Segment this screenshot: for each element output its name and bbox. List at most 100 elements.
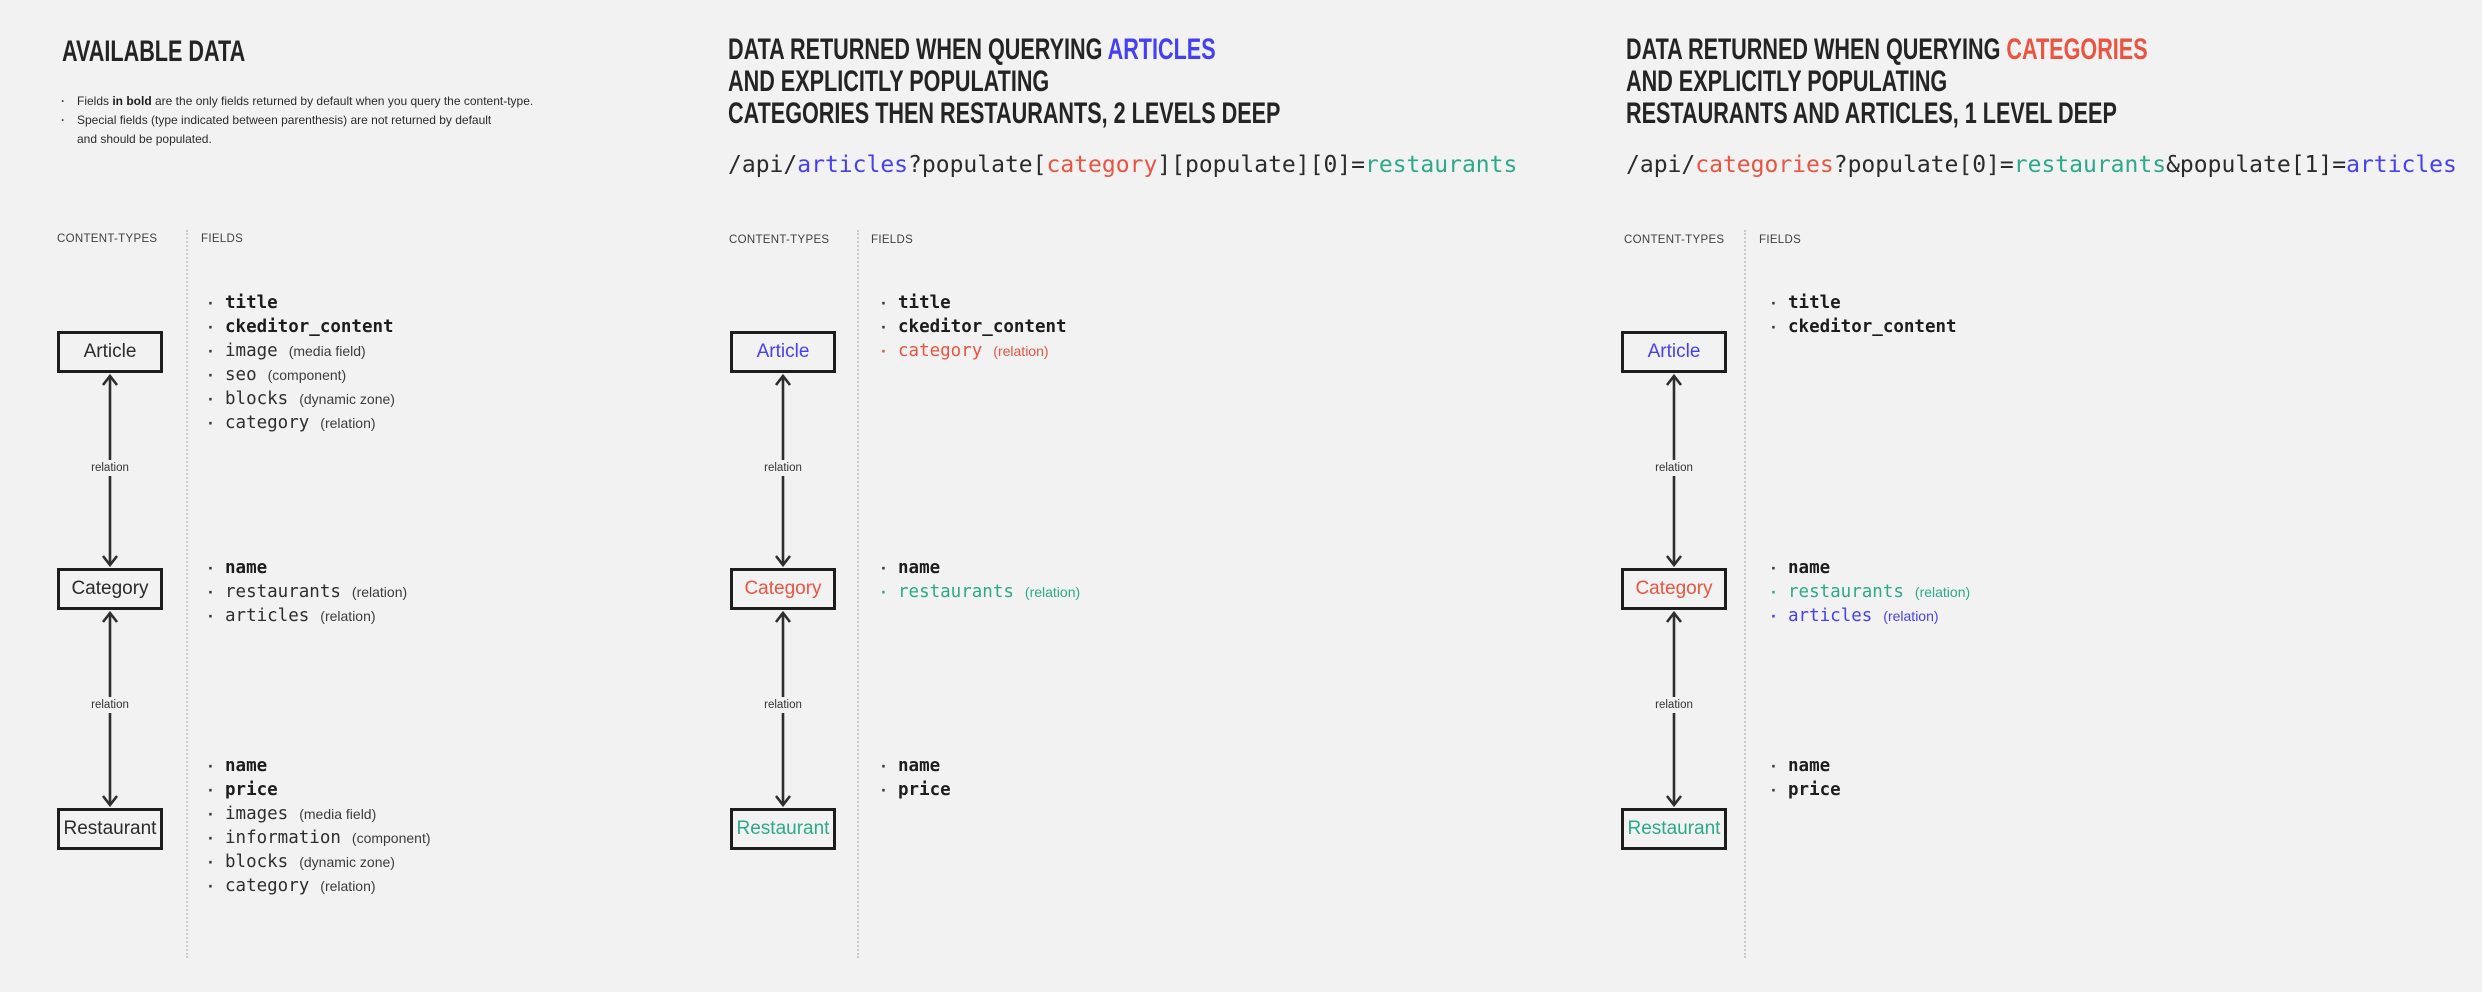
page-title: AVAILABLE DATA xyxy=(62,35,246,68)
field-name: ckeditor_content xyxy=(898,317,1067,337)
field-type: (relation) xyxy=(1914,584,1971,600)
fields-header: FIELDS xyxy=(201,233,244,245)
code-segment-articles: articles xyxy=(797,152,909,178)
code-segment: &populate[1]= xyxy=(2166,152,2347,178)
field-name: title xyxy=(1788,293,1841,313)
field-item: title xyxy=(876,291,1067,315)
title-line: AND EXPLICITLY POPULATING xyxy=(728,65,1050,98)
field-name: price xyxy=(225,780,278,800)
api-query-path: /api/articles?populate[category][populat… xyxy=(728,152,1517,178)
article-fields-list: title ckeditor_content category(relation… xyxy=(876,291,1067,363)
field-item: price xyxy=(1766,778,1841,802)
restaurant-fields-list: name price images(media field) informati… xyxy=(203,754,431,898)
field-item: name xyxy=(1766,556,1970,580)
field-name: name xyxy=(898,756,941,776)
fields-header: FIELDS xyxy=(1759,234,1802,246)
field-name: ckeditor_content xyxy=(225,317,394,337)
field-item: restaurants (relation) xyxy=(1766,580,1970,604)
category-fields-list: name restaurants(relation) articles (rela… xyxy=(203,556,407,628)
field-name: name xyxy=(225,756,268,776)
content-type-box-restaurant: Restaurant xyxy=(1621,808,1727,850)
content-type-box-category: Category xyxy=(730,568,836,610)
field-type: (relation) xyxy=(1883,608,1939,624)
title-highlight: ARTICLES xyxy=(1107,33,1216,66)
field-type: (relation) xyxy=(993,343,1049,359)
field-name: image xyxy=(225,341,278,361)
field-name: blocks xyxy=(225,389,289,409)
content-type-box-article: Article xyxy=(1621,331,1727,373)
code-segment-restaurants: restaurants xyxy=(2013,152,2167,178)
title-line: DATA RETURNED WHEN QUERYING ARTICLES xyxy=(728,34,1280,66)
field-item: image(media field) xyxy=(203,339,395,363)
note-text: Special fields (type indicated between p… xyxy=(77,113,492,127)
code-segment: /api/ xyxy=(1626,152,1696,178)
field-item: name xyxy=(1766,754,1841,778)
field-item: price xyxy=(203,778,431,802)
panel-title: DATA RETURNED WHEN QUERYING CATEGORIES A… xyxy=(1626,34,2350,130)
box-label: Article xyxy=(1647,341,1701,362)
note-item: Special fields (type indicated between p… xyxy=(57,111,533,149)
code-segment-restaurants: restaurants xyxy=(1365,152,1518,178)
fields-header: FIELDS xyxy=(871,234,914,246)
field-item: category(relation) xyxy=(203,874,431,898)
field-name: name xyxy=(1788,558,1831,578)
notes-list: Fields in bold are the only fields retur… xyxy=(57,92,533,149)
code-segment: ?populate[0]= xyxy=(1833,152,2014,178)
field-name: title xyxy=(225,293,278,313)
field-item: ckeditor_content xyxy=(203,315,395,339)
field-item: category(relation) xyxy=(876,339,1067,363)
title-line: CATEGORIES THEN RESTAURANTS, 2 LEVELS DE… xyxy=(728,97,1281,130)
panel-title: DATA RETURNED WHEN QUERYING ARTICLES AND… xyxy=(728,34,1495,130)
field-name: name xyxy=(1788,756,1831,776)
relation-label: relation xyxy=(87,697,133,713)
field-item: ckeditor_content xyxy=(876,315,1067,339)
relation-label: relation xyxy=(1651,697,1697,713)
field-name: price xyxy=(898,780,951,800)
box-label: Category xyxy=(744,578,822,599)
note-item: Fields in bold are the only fields retur… xyxy=(57,92,533,111)
column-divider xyxy=(857,230,859,958)
content-types-header: CONTENT-TYPES xyxy=(1624,234,1725,246)
field-name: name xyxy=(898,558,941,578)
field-name: name xyxy=(225,558,268,578)
note-text: are the only fields returned by default … xyxy=(151,94,534,108)
field-name: information xyxy=(225,828,341,848)
field-name: articles xyxy=(1788,606,1873,626)
field-item: price xyxy=(876,778,951,802)
box-label: Restaurant xyxy=(1627,818,1721,839)
field-item: ckeditor_content xyxy=(1766,315,1957,339)
box-label: Article xyxy=(756,341,810,362)
field-type: (dynamic zone) xyxy=(299,391,395,407)
code-segment-articles: articles xyxy=(2346,152,2457,178)
code-segment-categories: categories xyxy=(1695,152,1834,178)
field-item: images(media field) xyxy=(203,802,431,826)
field-item: restaurants(relation) xyxy=(876,580,1080,604)
content-types-header: CONTENT-TYPES xyxy=(57,233,158,245)
field-name: restaurants xyxy=(1788,582,1904,602)
field-item: name xyxy=(876,754,951,778)
field-item: restaurants(relation) xyxy=(203,580,407,604)
category-fields-list: name restaurants(relation) xyxy=(876,556,1080,604)
field-name: seo xyxy=(225,365,257,385)
field-type: (relation) xyxy=(320,415,376,431)
field-name: category xyxy=(225,413,310,433)
article-fields-list: title ckeditor_content image(media field… xyxy=(203,291,395,435)
field-item: name xyxy=(876,556,1080,580)
content-type-box-restaurant: Restaurant xyxy=(57,808,163,850)
field-item: title xyxy=(1766,291,1957,315)
field-name: articles xyxy=(225,606,310,626)
code-segment: ][populate][0]= xyxy=(1157,152,1366,178)
title-text: DATA RETURNED WHEN QUERYING xyxy=(728,33,1108,66)
field-type: (relation) xyxy=(351,584,408,600)
relation-label: relation xyxy=(760,460,806,476)
code-segment: ?populate[ xyxy=(908,152,1047,178)
field-name: blocks xyxy=(225,852,289,872)
content-types-header: CONTENT-TYPES xyxy=(729,234,830,246)
field-item: articles (relation) xyxy=(203,604,407,628)
box-label: Article xyxy=(83,341,137,362)
title-line: AND EXPLICITLY POPULATING xyxy=(1626,65,1948,98)
box-label: Restaurant xyxy=(736,818,830,839)
field-type: (relation) xyxy=(320,608,376,624)
field-item: information(component) xyxy=(203,826,431,850)
